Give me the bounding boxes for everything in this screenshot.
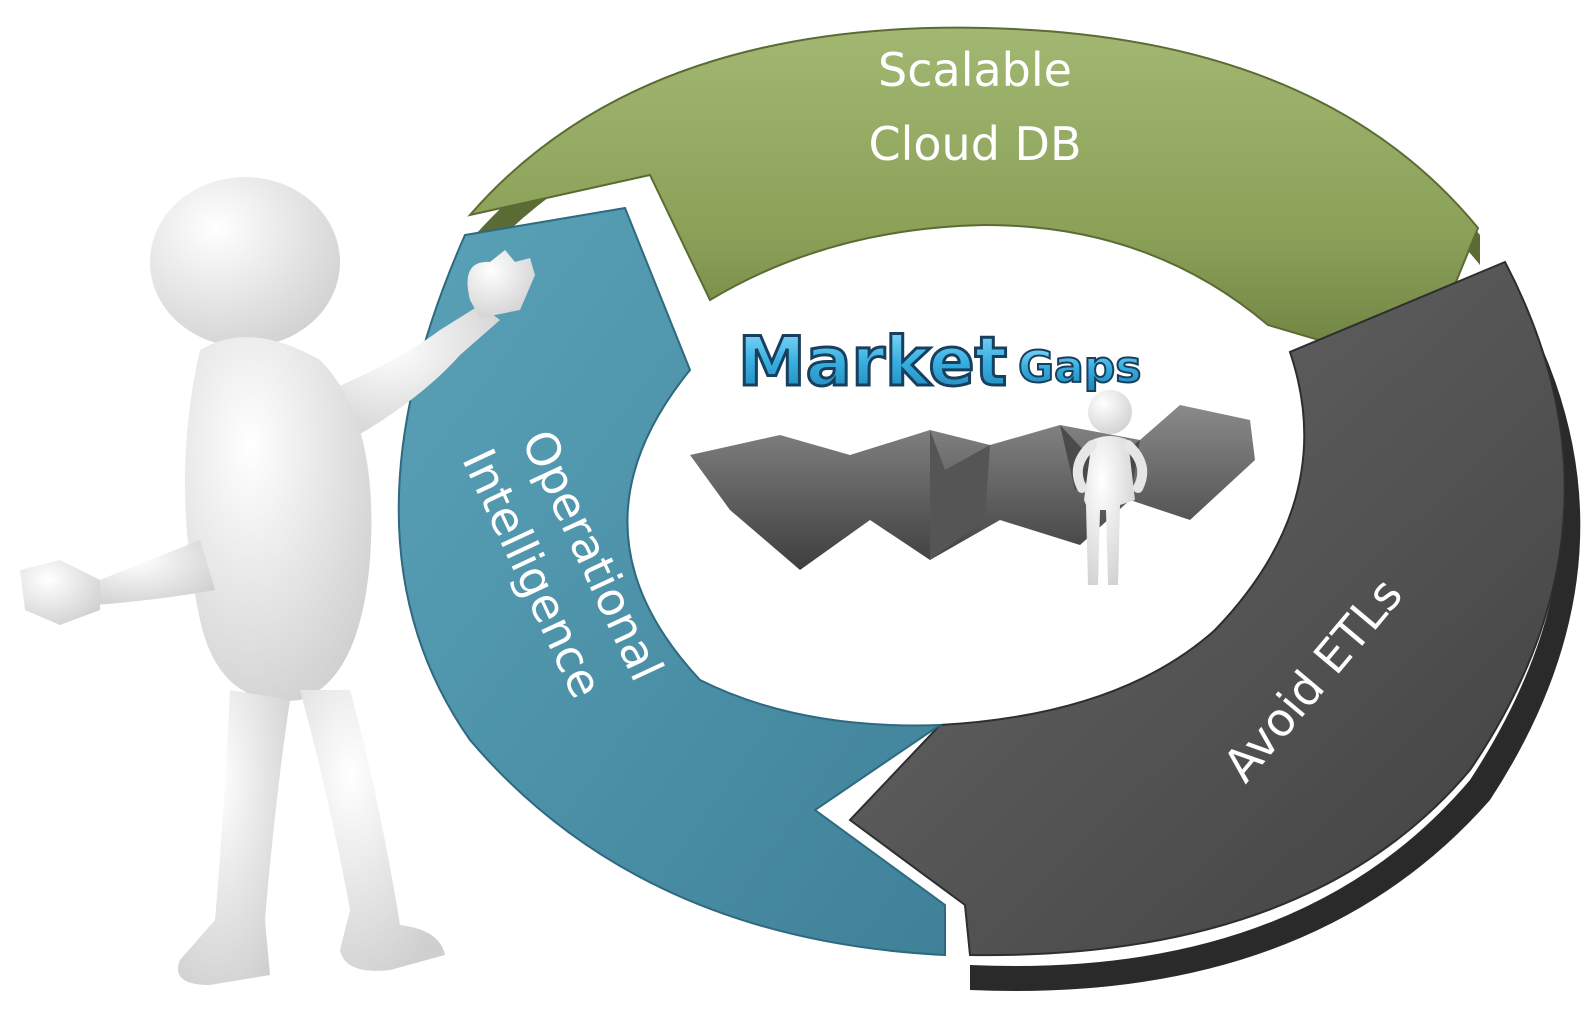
label-top-line1: Scalable bbox=[878, 43, 1072, 97]
label-top-line2: Cloud DB bbox=[869, 117, 1082, 171]
presenter-figure bbox=[20, 177, 535, 985]
chasm-illustration bbox=[690, 390, 1255, 585]
segment-top-arrow bbox=[467, 26, 1480, 372]
center-title: Market Gaps bbox=[737, 322, 1143, 404]
title-word-market: Market bbox=[738, 323, 1007, 402]
title-word-gaps: Gaps bbox=[1018, 342, 1142, 393]
segment-right-arrow bbox=[848, 260, 1566, 957]
